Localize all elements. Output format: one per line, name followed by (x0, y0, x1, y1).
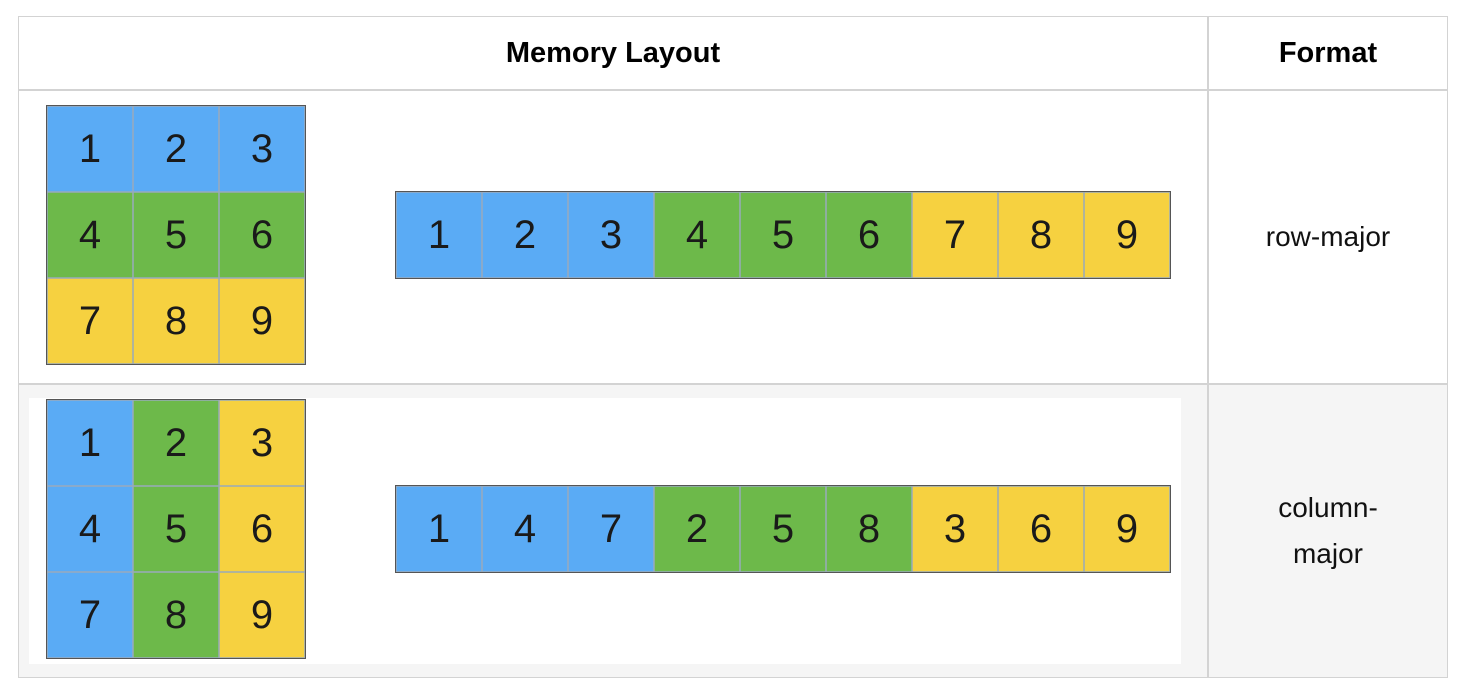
matrix-cell: 8 (133, 572, 219, 658)
matrix-cell: 5 (133, 486, 219, 572)
matrix-cell: 2 (133, 400, 219, 486)
matrix-cell: 3 (219, 400, 305, 486)
matrix-cell: 9 (219, 572, 305, 658)
format-label: column-major (1278, 492, 1378, 569)
linear-cell: 3 (568, 192, 654, 278)
matrix-cell: 4 (47, 486, 133, 572)
linear-cell: 6 (826, 192, 912, 278)
column-divider (1207, 17, 1209, 677)
matrix-cell: 7 (47, 278, 133, 364)
linear-cell: 8 (826, 486, 912, 572)
row-divider (19, 383, 1447, 385)
matrix-cell: 1 (47, 400, 133, 486)
format-label: row-major (1265, 220, 1391, 252)
linear-cell: 9 (1084, 486, 1170, 572)
matrix-cell: 4 (47, 192, 133, 278)
linear-cell: 1 (396, 192, 482, 278)
linear-cell: 4 (482, 486, 568, 572)
linear-cell: 8 (998, 192, 1084, 278)
linear-cell: 7 (912, 192, 998, 278)
linear-cell: 3 (912, 486, 998, 572)
matrix-cell: 6 (219, 192, 305, 278)
matrix-cell: 2 (133, 106, 219, 192)
matrix-cell: 1 (47, 106, 133, 192)
linear-cell: 9 (1084, 192, 1170, 278)
linear-cell: 7 (568, 486, 654, 572)
linear-cell: 4 (654, 192, 740, 278)
linear-cell: 2 (654, 486, 740, 572)
linear-cell: 6 (998, 486, 1084, 572)
format-column-major: column-major (1209, 385, 1447, 677)
matrix-cell: 8 (133, 278, 219, 364)
matrix-cell: 7 (47, 572, 133, 658)
linear-cell: 5 (740, 192, 826, 278)
linear-cell: 1 (396, 486, 482, 572)
linear-cell: 2 (482, 192, 568, 278)
header-format: Format (1278, 36, 1378, 69)
matrix-cell: 3 (219, 106, 305, 192)
linear-cell: 5 (740, 486, 826, 572)
matrix-cell: 5 (133, 192, 219, 278)
header-memory-layout: Memory Layout (505, 36, 721, 69)
header-divider (19, 89, 1447, 91)
matrix-cell: 9 (219, 278, 305, 364)
matrix-cell: 6 (219, 486, 305, 572)
format-row-major: row-major (1209, 90, 1447, 383)
